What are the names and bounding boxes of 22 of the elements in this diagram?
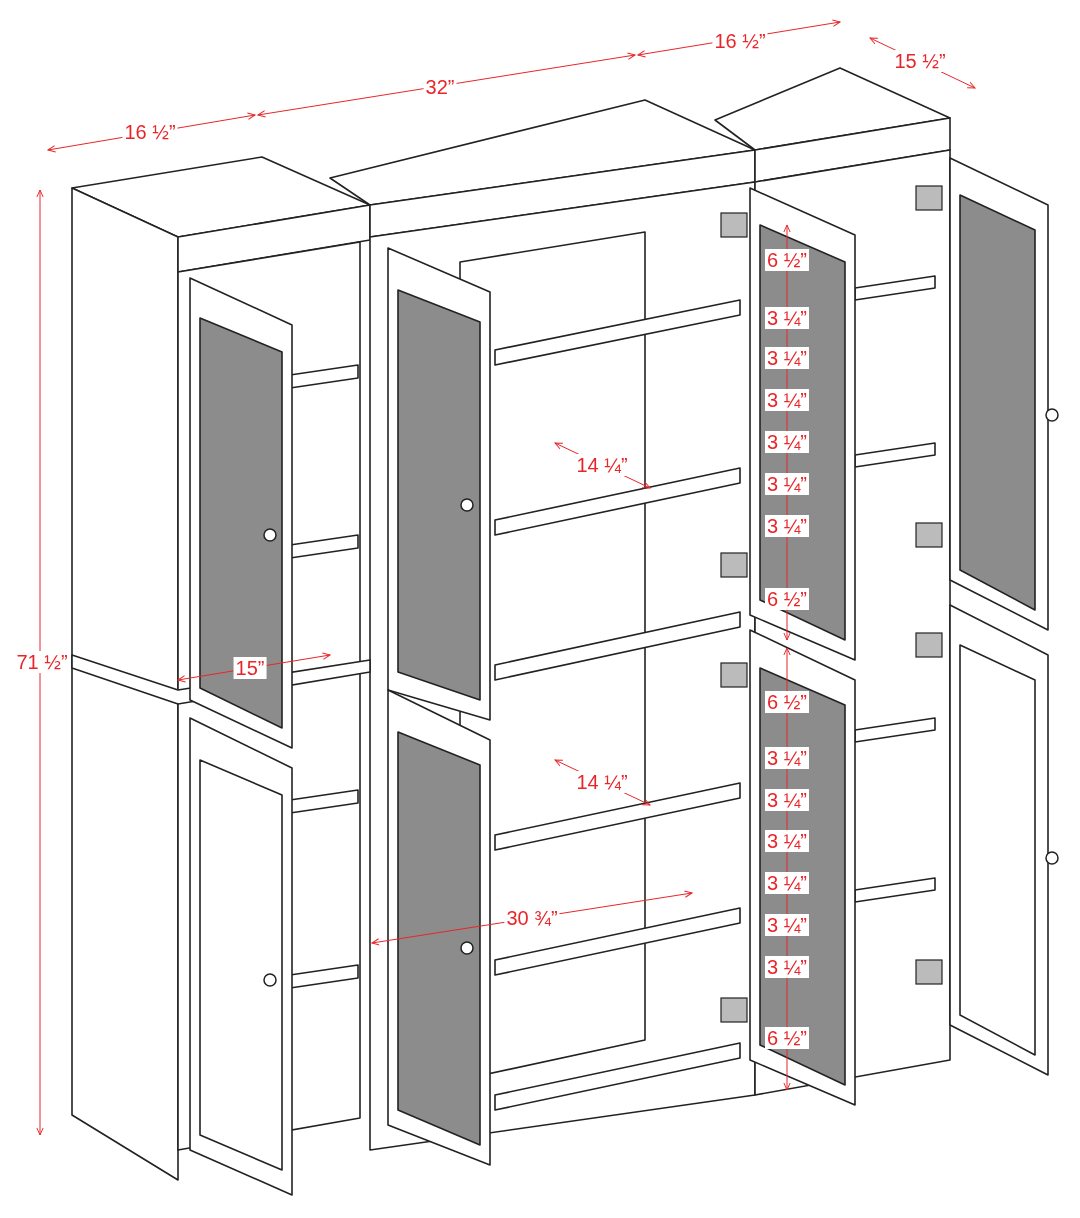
dimension-label: 71 ½” [14, 651, 70, 673]
dimension-label: 3 ¼” [765, 956, 809, 978]
dimension-label: 16 ½” [712, 30, 768, 52]
dimension-label: 3 ¼” [765, 872, 809, 894]
dimension-label: 15” [233, 657, 267, 679]
dimension-label: 3 ¼” [765, 347, 809, 369]
dimension-label: 6 ½” [765, 588, 809, 610]
dimension-label: 14 ¼” [574, 454, 630, 476]
dimension-label: 15 ½” [892, 50, 948, 72]
dimension-label: 3 ¼” [765, 830, 809, 852]
dimension-label: 3 ¼” [765, 431, 809, 453]
dimension-label: 3 ¼” [765, 789, 809, 811]
dimension-label: 3 ¼” [765, 914, 809, 936]
dimension-label: 3 ¼” [765, 473, 809, 495]
dimension-label: 3 ¼” [765, 515, 809, 537]
dimension-label: 6 ½” [765, 249, 809, 271]
dimension-label: 3 ¼” [765, 389, 809, 411]
dimension-label: 6 ½” [765, 1027, 809, 1049]
dimension-label: 6 ½” [765, 691, 809, 713]
dimension-label: 3 ¼” [765, 307, 809, 329]
dimension-label: 14 ¼” [574, 771, 630, 793]
dimension-label: 3 ¼” [765, 747, 809, 769]
